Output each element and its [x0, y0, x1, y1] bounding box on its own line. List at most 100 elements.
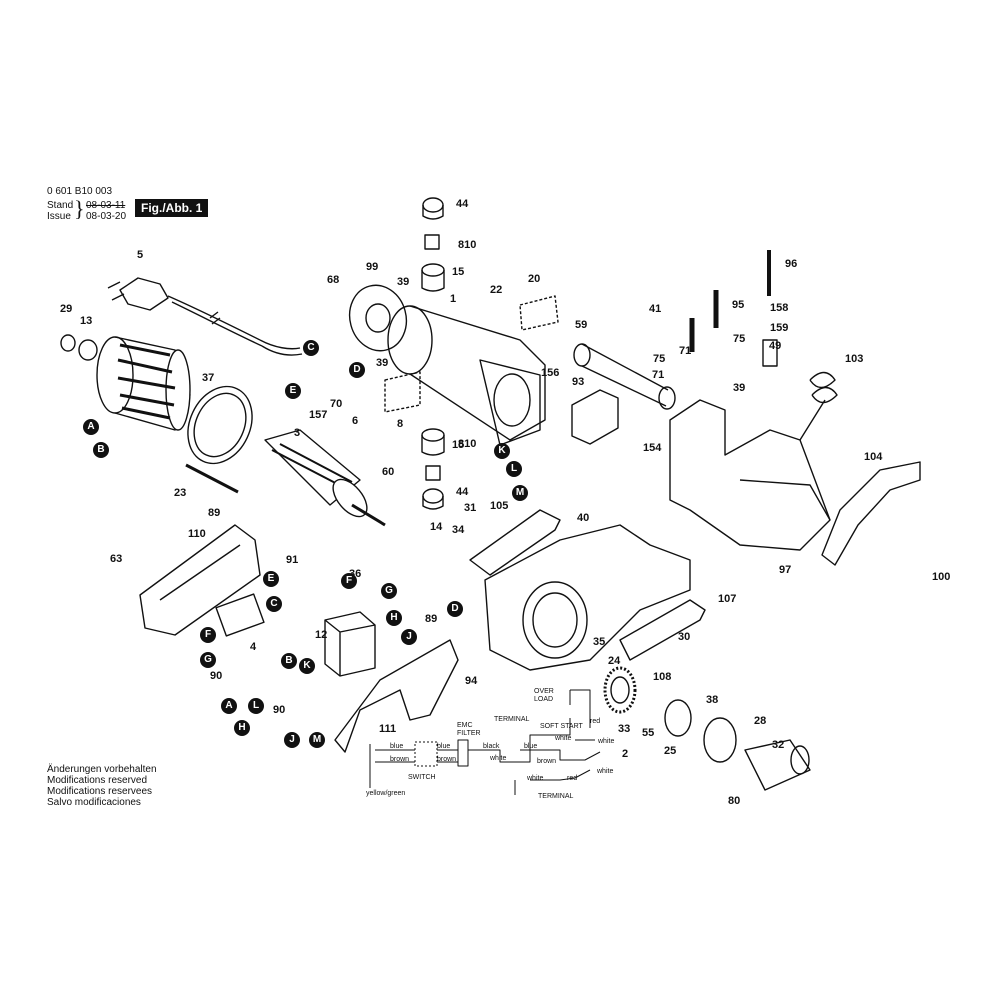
callout-number: 44 — [456, 198, 469, 210]
letter-marker: E — [285, 383, 301, 399]
wire-label: black — [483, 743, 500, 750]
letter-marker: F — [341, 573, 357, 589]
note-de: Änderungen vorbehalten — [47, 764, 157, 775]
handle-105-part — [469, 509, 561, 576]
tube-59-part — [573, 343, 676, 410]
callout-number: 34 — [452, 524, 465, 536]
part-number: 0 601 B10 003 — [47, 186, 113, 197]
letter-marker: H — [386, 610, 402, 626]
callout-number: 13 — [80, 315, 93, 327]
handle-107-part — [619, 599, 706, 661]
letter-marker: J — [401, 629, 417, 645]
callout-number: 91 — [286, 554, 299, 566]
wire-label: yellow/green — [366, 790, 406, 797]
callout-number: 158 — [770, 302, 789, 314]
stand-label: Stand — [47, 200, 74, 211]
callout-number: 68 — [327, 274, 340, 286]
wire-label: white — [527, 775, 544, 782]
callout-number: 89 — [425, 613, 438, 625]
letter-marker: L — [506, 461, 522, 477]
plate-99-part — [348, 284, 408, 352]
spindle-group-part — [664, 699, 811, 791]
wiring-block-label: OVER LOAD — [534, 688, 554, 703]
wire-label: white — [555, 735, 572, 742]
callout-number: 39 — [397, 276, 410, 288]
callout-number: 810 — [458, 438, 477, 450]
callout-number: 25 — [664, 745, 677, 757]
letter-marker: A — [221, 698, 237, 714]
callout-number: 24 — [608, 655, 621, 667]
letter-marker: D — [447, 601, 463, 617]
callout-number: 6 — [352, 415, 359, 427]
callout-number: 96 — [785, 258, 798, 270]
callout-number: 32 — [772, 739, 785, 751]
callout-number: 12 — [315, 629, 328, 641]
callout-number: 44 — [456, 486, 469, 498]
power-cord-part — [107, 277, 303, 356]
callout-number: 29 — [60, 303, 73, 315]
letter-marker: A — [83, 419, 99, 435]
wire-label: blue — [524, 743, 538, 750]
callout-number: 71 — [652, 369, 665, 381]
letter-marker: K — [299, 658, 315, 674]
callout-number: 37 — [202, 372, 215, 384]
callout-number: 156 — [541, 367, 560, 379]
letter-marker: C — [303, 340, 319, 356]
gear-33-part — [603, 666, 637, 714]
wiring-block-label: TERMINAL — [494, 716, 530, 723]
callout-number: 80 — [728, 795, 741, 807]
switch-cover-part — [139, 524, 265, 637]
letter-marker: E — [263, 571, 279, 587]
wire-label: blue — [390, 743, 404, 750]
brush-holder-upper-part — [421, 197, 445, 292]
letter-marker: H — [234, 720, 250, 736]
callout-number: 103 — [845, 353, 864, 365]
ring-37-part — [187, 385, 253, 465]
wire-label: brown — [437, 756, 457, 763]
wire-label: white — [597, 768, 614, 775]
callout-number: 3 — [294, 427, 301, 439]
note-en: Modifications reserved — [47, 775, 148, 786]
callout-number: 15 — [452, 439, 465, 451]
stator-part — [96, 336, 191, 431]
callout-number: 33 — [618, 723, 631, 735]
callout-number: 111 — [379, 723, 397, 735]
label-8-part — [384, 371, 421, 413]
note-fr: Modifications reservees — [47, 786, 153, 797]
callout-number: 159 — [770, 322, 789, 334]
modification-notes: Änderungen vorbehalten Modifications res… — [47, 764, 157, 808]
callout-number: 39 — [376, 357, 389, 369]
callout-number: 30 — [678, 631, 691, 643]
callout-number: 95 — [732, 299, 745, 311]
callout-number: 49 — [769, 340, 782, 352]
wiring-block-label: TERMINAL — [538, 793, 574, 800]
module-93-part — [571, 389, 619, 445]
callout-number: 71 — [679, 345, 692, 357]
callout-number: 31 — [464, 502, 477, 514]
armature-part — [264, 429, 386, 527]
wire-label: brown — [537, 758, 557, 765]
letter-marker: L — [248, 698, 264, 714]
wiring-block-label: EMC FILTER — [457, 722, 481, 737]
wire-label: brown — [390, 756, 410, 763]
letter-marker: D — [349, 362, 365, 378]
callout-number: 90 — [273, 704, 286, 716]
wire-label: white — [490, 755, 507, 762]
letter-marker: J — [284, 732, 300, 748]
brush-holder-lower-part — [421, 428, 445, 510]
guard-104-part — [821, 461, 921, 566]
stand-date: 08-03-11 — [86, 200, 126, 211]
callout-number: 105 — [490, 500, 509, 512]
capacitor-part — [324, 611, 376, 677]
callout-number: 94 — [465, 675, 478, 687]
callout-number: 104 — [864, 451, 883, 463]
callout-number: 39 — [733, 382, 746, 394]
letter-marker: B — [93, 442, 109, 458]
callout-number: 8 — [397, 418, 404, 430]
callout-number: 1 — [450, 293, 457, 305]
letter-marker: F — [200, 627, 216, 643]
callout-number: 28 — [754, 715, 767, 727]
screw-23-part — [185, 463, 239, 494]
callout-number: 108 — [653, 671, 672, 683]
